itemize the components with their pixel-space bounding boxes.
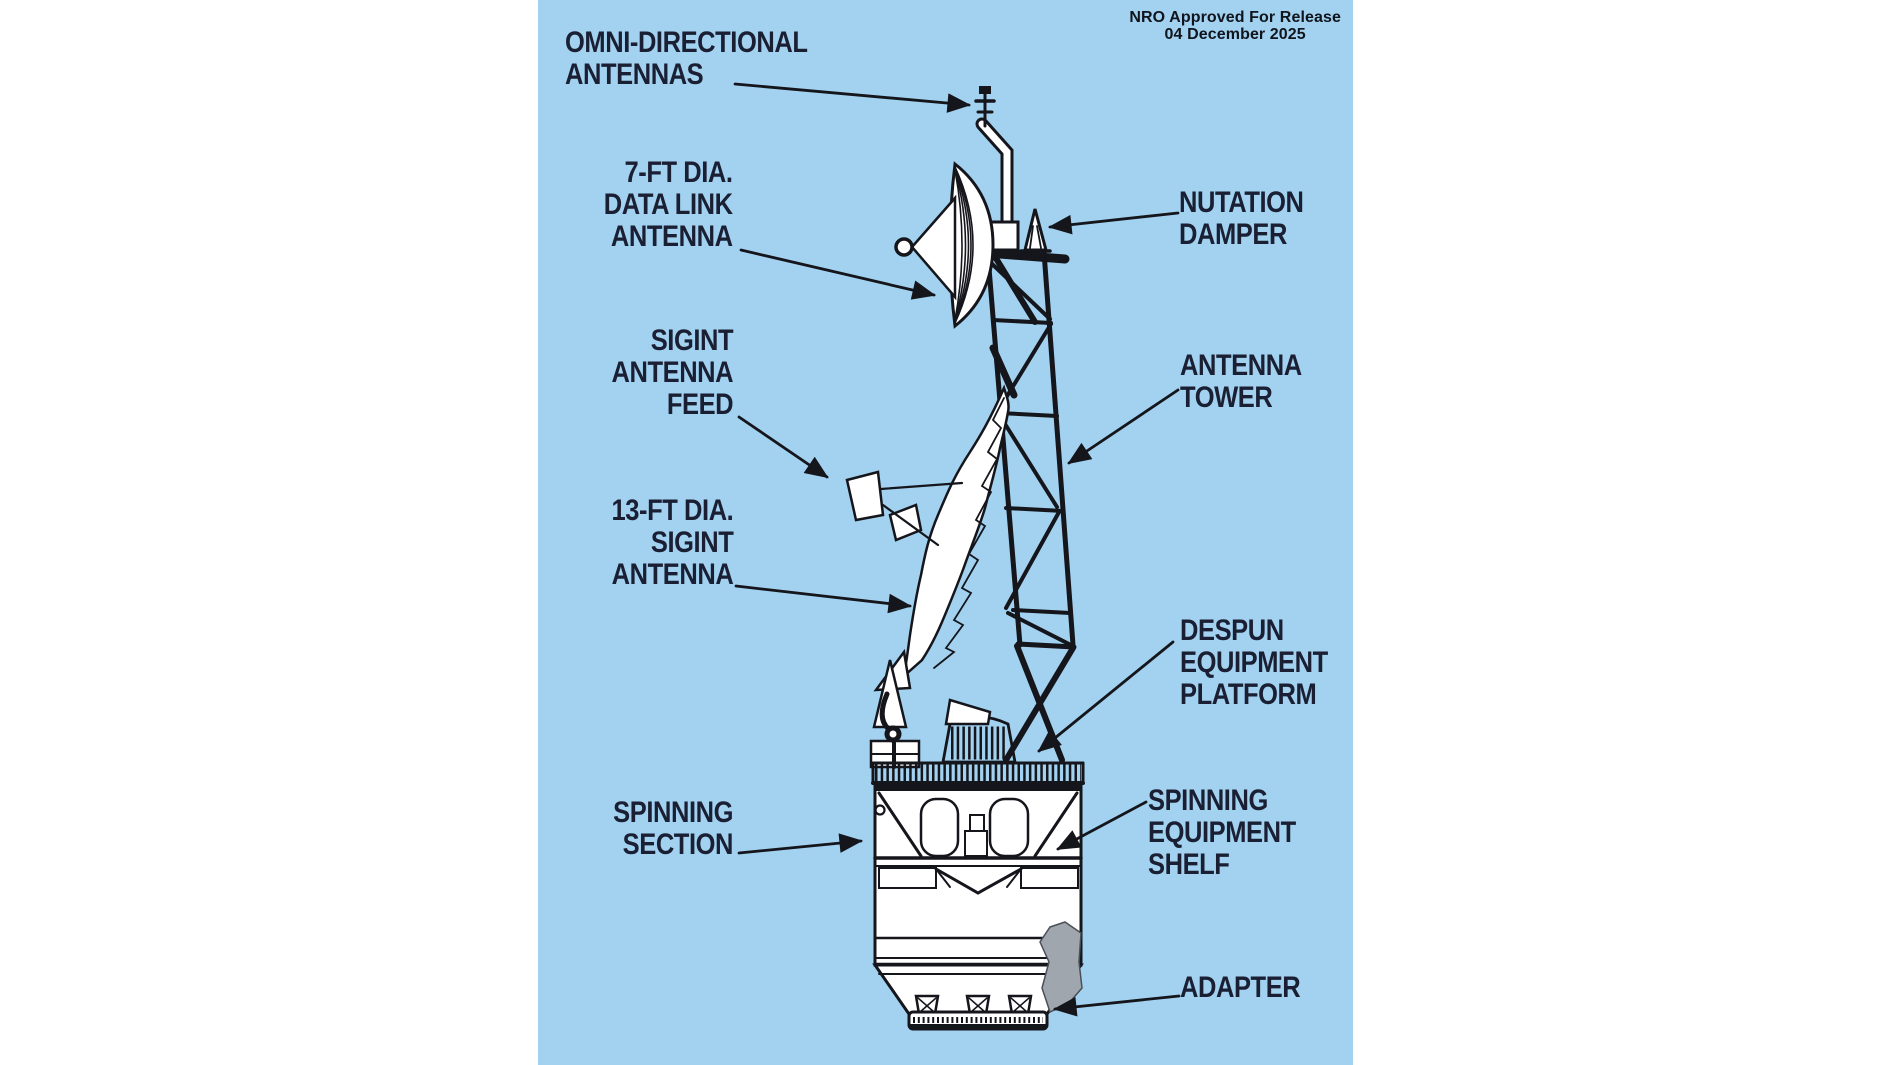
diagram-panel: NRO Approved For Release 04 December 202… xyxy=(538,0,1353,1065)
label-adapter: ADAPTER xyxy=(1180,971,1301,1004)
satellite-line-art xyxy=(733,82,1181,1031)
leader-arrow-despun xyxy=(1037,640,1175,753)
label-antenna-tower: ANTENNA TOWER xyxy=(1180,349,1302,414)
omni-antenna-drawing xyxy=(974,86,996,128)
leader-arrow-shelf xyxy=(1056,800,1148,851)
release-notice-line1: NRO Approved For Release xyxy=(1129,9,1341,26)
leader-arrow-sigint13 xyxy=(734,584,912,614)
sail-antenna-drawing xyxy=(869,659,921,769)
label-spinning-equipment-shelf: SPINNING EQUIPMENT SHELF xyxy=(1148,784,1296,881)
leader-arrow-feed xyxy=(737,415,829,479)
nutation-damper-drawing xyxy=(1019,208,1052,253)
label-despun-equipment-platform: DESPUN EQUIPMENT PLATFORM xyxy=(1180,614,1328,711)
data-link-antenna-drawing xyxy=(894,161,995,329)
mast-drawing xyxy=(975,117,1038,399)
release-notice: NRO Approved For Release 04 December 202… xyxy=(1129,9,1341,43)
label-13ft-sigint-antenna: 13-FT DIA. SIGINT ANTENNA xyxy=(611,494,733,591)
release-notice-line2: 04 December 2025 xyxy=(1164,26,1306,43)
leader-arrow-omni xyxy=(733,82,971,113)
antenna-tower-drawing xyxy=(982,248,1077,763)
leader-arrow-datalink xyxy=(739,248,936,300)
leader-arrow-spinsec xyxy=(737,833,863,855)
leader-arrow-adapter xyxy=(1053,994,1181,1017)
label-nutation-damper: NUTATION DAMPER xyxy=(1179,186,1304,251)
label-sigint-antenna-feed: SIGINT ANTENNA FEED xyxy=(611,324,733,421)
label-data-link-antenna: 7-FT DIA. DATA LINK ANTENNA xyxy=(604,156,733,253)
leader-arrow-nutation xyxy=(1048,211,1180,235)
label-spinning-section: SPINNING SECTION xyxy=(613,796,733,861)
leader-arrows xyxy=(733,82,1181,1017)
label-omni-directional-antennas: OMNI-DIRECTIONAL ANTENNAS xyxy=(565,26,808,91)
feed-horn-drawing xyxy=(845,470,964,547)
despun-platform-drawing xyxy=(871,698,1085,785)
adapter-drawing xyxy=(872,963,1084,1031)
leader-arrow-tower xyxy=(1067,388,1180,465)
